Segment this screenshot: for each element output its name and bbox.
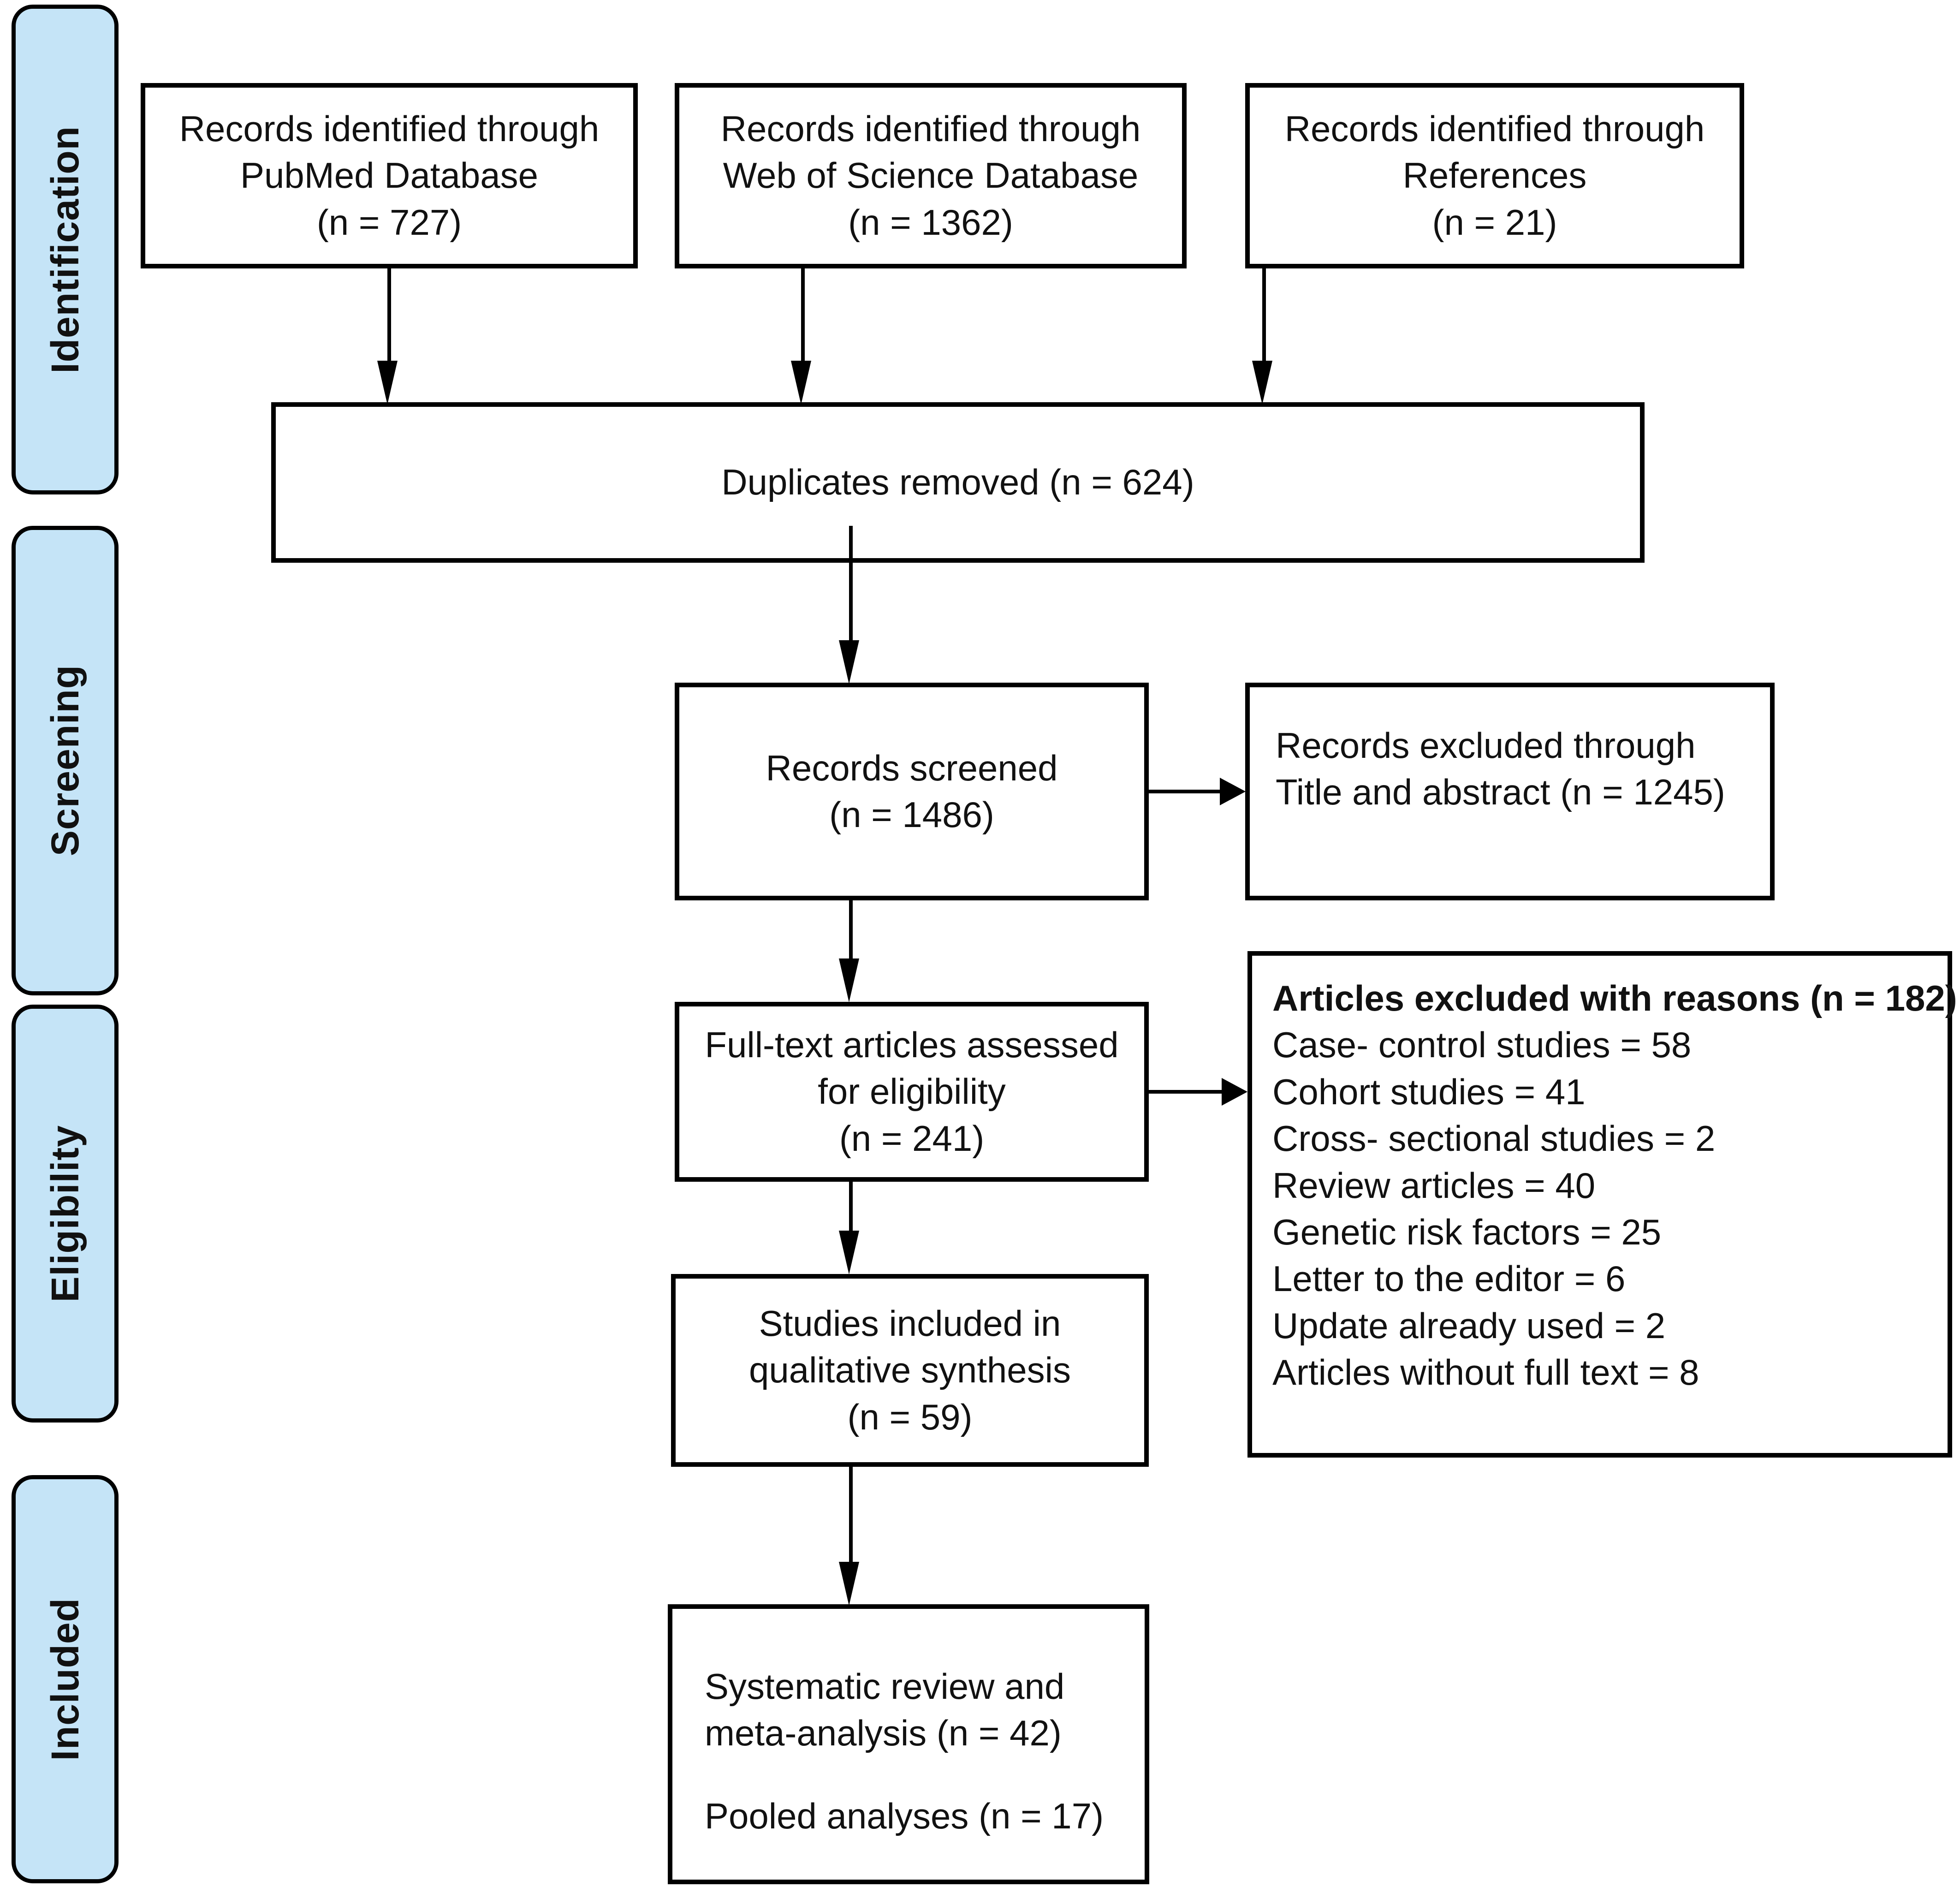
arrowhead-screened-to-excluded-ta	[1220, 778, 1246, 805]
excluded-reason-item: Update already used = 2	[1272, 1305, 1666, 1346]
excluded-reason-item: Case- control studies = 58	[1272, 1024, 1692, 1066]
screened-line-1: Records screened	[766, 747, 1058, 788]
stage-label-screening: Screening	[43, 665, 87, 857]
box-studies-qualitative-synthesis: Studies included in qualitative synthesi…	[671, 1274, 1149, 1467]
references-count: (n = 21)	[1432, 202, 1557, 243]
excluded-reason-item: Genetic risk factors = 25	[1272, 1211, 1662, 1252]
connector-fulltext-to-qualitative	[849, 1182, 853, 1246]
final-pooled: Pooled analyses (n = 17)	[705, 1795, 1104, 1836]
wos-line-1: Records identified through	[720, 108, 1141, 149]
connector-duplicates-to-screened	[849, 526, 853, 660]
arrowhead-wos-to-duplicates	[791, 361, 811, 405]
box-fulltext-assessed: Full-text articles assessed for eligibil…	[675, 1002, 1149, 1182]
excluded-reason-item: Letter to the editor = 6	[1272, 1258, 1626, 1299]
qualitative-line-1: Studies included in	[759, 1303, 1061, 1344]
final-line-2: meta-analysis (n = 42)	[705, 1713, 1062, 1754]
connector-screened-to-excluded-ta	[1149, 790, 1223, 793]
fulltext-line-2: for eligibility	[818, 1071, 1006, 1112]
stage-pill-included: Included	[12, 1475, 119, 1883]
final-line-1: Systematic review and	[705, 1666, 1065, 1707]
arrowhead-fulltext-to-excluded-reasons	[1222, 1078, 1247, 1106]
excluded-reasons-heading: Articles excluded with reasons (n = 182)	[1272, 978, 1957, 1018]
connector-references-to-duplicates	[1262, 268, 1266, 381]
stage-pill-eligibility: Eligibility	[12, 1005, 119, 1423]
stage-pill-identification: Identification	[12, 5, 119, 494]
box-records-web-of-science: Records identified through Web of Scienc…	[675, 83, 1187, 268]
screened-count: (n = 1486)	[829, 794, 994, 835]
connector-pubmed-to-duplicates	[387, 268, 391, 381]
excluded-ta-line-1: Records excluded through	[1276, 725, 1696, 766]
box-records-excluded-title-abstract: Records excluded through Title and abstr…	[1245, 683, 1775, 900]
pubmed-line-1: Records identified through	[179, 108, 600, 149]
stage-label-identification: Identification	[43, 125, 87, 374]
arrowhead-references-to-duplicates	[1252, 361, 1272, 405]
box-systematic-review-meta-analysis: Systematic review and meta-analysis (n =…	[668, 1604, 1149, 1884]
stage-label-included: Included	[43, 1597, 87, 1761]
references-line-2: References	[1402, 155, 1587, 196]
excluded-ta-line-2: Title and abstract (n = 1245)	[1276, 772, 1725, 813]
references-line-1: Records identified through	[1284, 108, 1705, 149]
fulltext-line-1: Full-text articles assessed	[705, 1024, 1119, 1065]
pubmed-line-2: PubMed Database	[240, 155, 539, 196]
box-records-screened: Records screened (n = 1486)	[675, 683, 1149, 900]
arrowhead-screened-to-fulltext	[839, 958, 859, 1002]
wos-count: (n = 1362)	[848, 202, 1013, 243]
pubmed-count: (n = 727)	[316, 202, 462, 243]
arrowhead-qualitative-to-final	[839, 1562, 859, 1606]
excluded-reason-item: Cross- sectional studies = 2	[1272, 1118, 1716, 1159]
connector-qualitative-to-final	[849, 1467, 853, 1582]
wos-line-2: Web of Science Database	[723, 155, 1139, 196]
box-records-pubmed: Records identified through PubMed Databa…	[141, 83, 638, 268]
arrowhead-pubmed-to-duplicates	[377, 361, 398, 405]
qualitative-count: (n = 59)	[847, 1396, 973, 1437]
connector-screened-to-fulltext	[849, 900, 853, 974]
arrowhead-duplicates-to-screened	[839, 640, 859, 684]
box-duplicates-removed: Duplicates removed (n = 624)	[271, 402, 1645, 563]
stage-label-eligibility: Eligibility	[43, 1125, 87, 1303]
box-articles-excluded-with-reasons: Articles excluded with reasons (n = 182)…	[1247, 951, 1957, 1458]
stage-pill-screening: Screening	[12, 526, 119, 995]
connector-fulltext-to-excluded-reasons	[1149, 1090, 1224, 1094]
excluded-reason-item: Review articles = 40	[1272, 1165, 1596, 1206]
excluded-reason-item: Cohort studies = 41	[1272, 1071, 1586, 1112]
duplicates-text: Duplicates removed (n = 624)	[721, 462, 1194, 503]
box-records-references: Records identified through References (n…	[1245, 83, 1744, 268]
excluded-reason-item: Articles without full text = 8	[1272, 1352, 1699, 1393]
qualitative-line-2: qualitative synthesis	[748, 1350, 1071, 1391]
connector-wos-to-duplicates	[801, 268, 805, 381]
arrowhead-fulltext-to-qualitative	[839, 1231, 859, 1274]
fulltext-count: (n = 241)	[839, 1118, 985, 1159]
